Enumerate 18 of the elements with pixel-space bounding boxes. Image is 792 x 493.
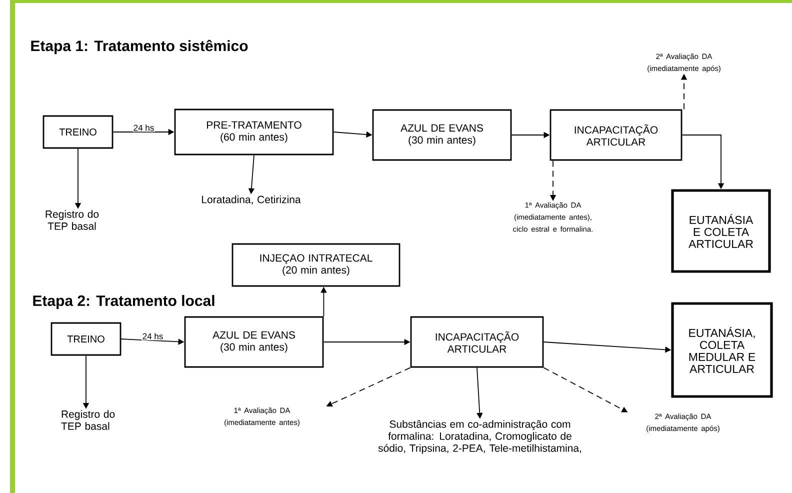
process-box: INCAPACITAÇÃO ARTICULAR — [410, 316, 544, 368]
edge-label: 24 hs — [141, 332, 164, 340]
process-box: PRE-TRATAMENTO (60 min antes) — [174, 108, 334, 156]
stage-heading: Etapa 2: Tratamento local — [33, 295, 214, 309]
process-box: INJEÇAO INTRATECAL (20 min antes) — [232, 243, 400, 287]
step-note: Loratadina, Cetirizina — [202, 196, 301, 204]
result-box: EUTANÁSIA, COLETA MEDULAR E ARTICULAR — [671, 302, 773, 398]
stage-heading: Etapa 1: Tratamento sistêmico — [31, 40, 248, 54]
result-box: EUTANÁSIA E COLETA ARTICULAR — [671, 189, 771, 273]
step-note: Substâncias em co-administração com formalina: Loratadina, Cromoglicato de sódio, Tripsina, 2-PEA, Tele-metilhistamina, — [378, 420, 582, 454]
edge-label: 24 hs — [132, 124, 156, 132]
process-box: INCAPACITAÇÃO ARTICULAR — [550, 109, 682, 161]
process-box: AZUL DE EVANS (30 min antes) — [372, 109, 512, 161]
process-box: TREINO — [50, 322, 122, 356]
step-note: Registro do TEP basal — [61, 410, 115, 430]
process-box: TREINO — [42, 115, 114, 149]
step-note: Registro do TEP basal — [46, 210, 99, 230]
process-box: AZUL DE EVANS (30 min antes) — [184, 316, 324, 368]
